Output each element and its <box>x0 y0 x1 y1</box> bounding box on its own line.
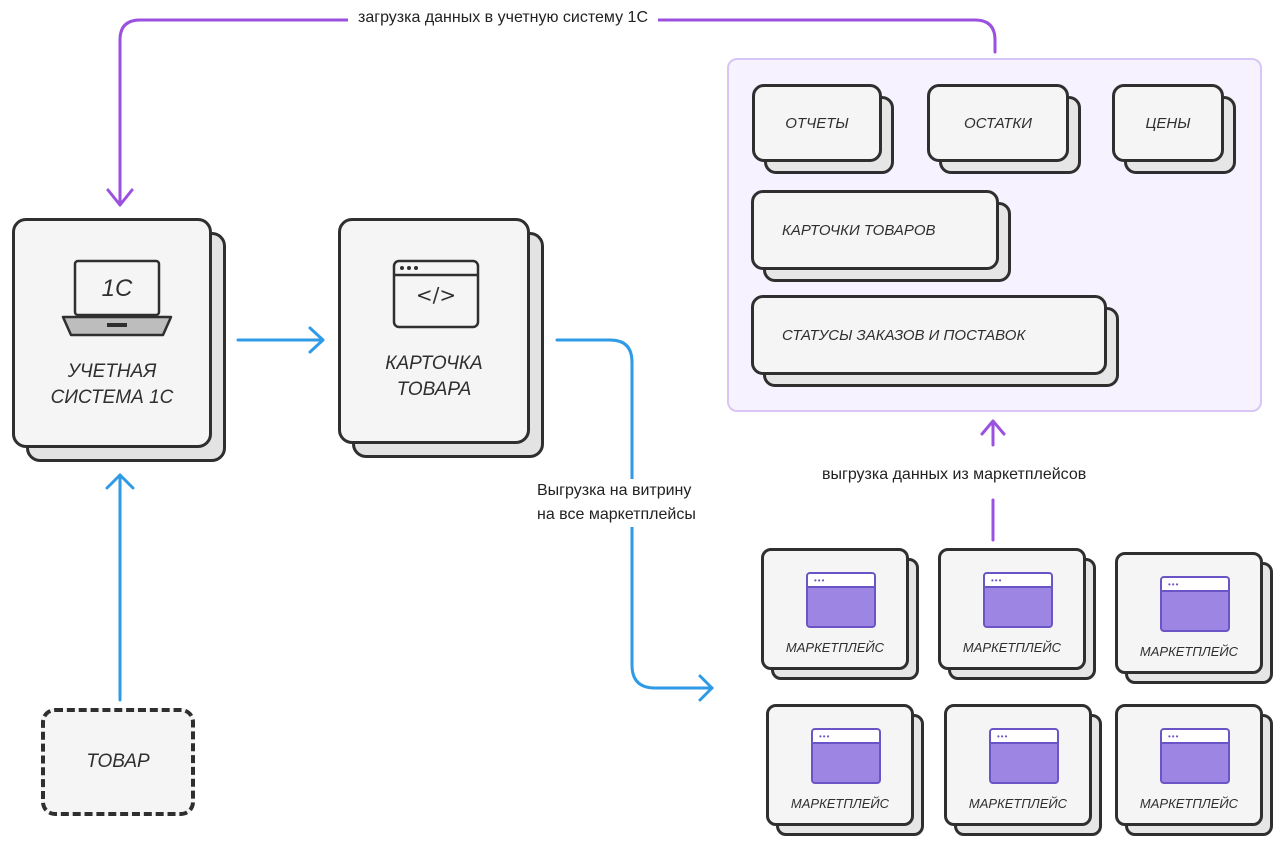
panel-item-reports: ОТЧЕТЫ <box>752 84 894 174</box>
browser-window-icon: ••• <box>811 728 881 784</box>
arrow-to-1c-head <box>106 188 134 207</box>
node-accounting-label-line1: УЧЕТНАЯ <box>67 361 157 382</box>
panel-item-order-status: СТАТУСЫ ЗАКАЗОВ И ПОСТАВОК <box>751 295 1119 387</box>
node-product: ТОВАР <box>41 708 195 816</box>
edge-label-export-line1: Выгрузка на витрину <box>537 482 692 499</box>
node-accounting-system: 1С УЧЕТНАЯ СИСТЕМА 1С <box>12 218 226 462</box>
marketplace-card: ••• МАРКЕТПЛЕЙС <box>1115 704 1273 836</box>
browser-window-icon: ••• <box>983 572 1053 628</box>
panel-item-product-cards: КАРТОЧКИ ТОВАРОВ <box>751 190 1011 282</box>
code-window-text: </> <box>415 283 457 307</box>
edge-label-export: Выгрузка на витрину на все маркетплейсы <box>537 479 696 527</box>
code-window-icon <box>392 259 480 329</box>
browser-window-icon: ••• <box>806 572 876 628</box>
node-card-label-line2: ТОВАРА <box>396 379 472 400</box>
browser-window-icon: ••• <box>1160 576 1230 632</box>
panel-item-prices: ЦЕНЫ <box>1112 84 1236 174</box>
edge-label-export-line2: на все маркетплейсы <box>537 506 696 523</box>
edge-label-marketplace-data: выгрузка данных из маркетплейсов <box>812 466 1097 484</box>
marketplace-card: ••• МАРКЕТПЛЕЙС <box>761 548 919 680</box>
node-product-card: </> КАРТОЧКА ТОВАРА <box>338 218 544 458</box>
laptop-screen-text: 1С <box>101 275 133 302</box>
marketplace-card: ••• МАРКЕТПЛЕЙС <box>938 548 1096 680</box>
marketplace-card: ••• МАРКЕТПЛЕЙС <box>766 704 924 836</box>
node-card-label-line1: КАРТОЧКА <box>385 353 483 374</box>
laptop-icon <box>61 259 173 337</box>
browser-window-icon: ••• <box>1160 728 1230 784</box>
marketplace-card: ••• МАРКЕТПЛЕЙС <box>1115 552 1273 684</box>
marketplace-card: ••• МАРКЕТПЛЕЙС <box>944 704 1102 836</box>
panel-item-stock: ОСТАТКИ <box>927 84 1081 174</box>
edge-label-import-to-1c: загрузка данных в учетную систему 1С <box>348 9 658 27</box>
browser-window-icon: ••• <box>989 728 1059 784</box>
node-accounting-label-line2: СИСТЕМА 1С <box>50 387 174 408</box>
